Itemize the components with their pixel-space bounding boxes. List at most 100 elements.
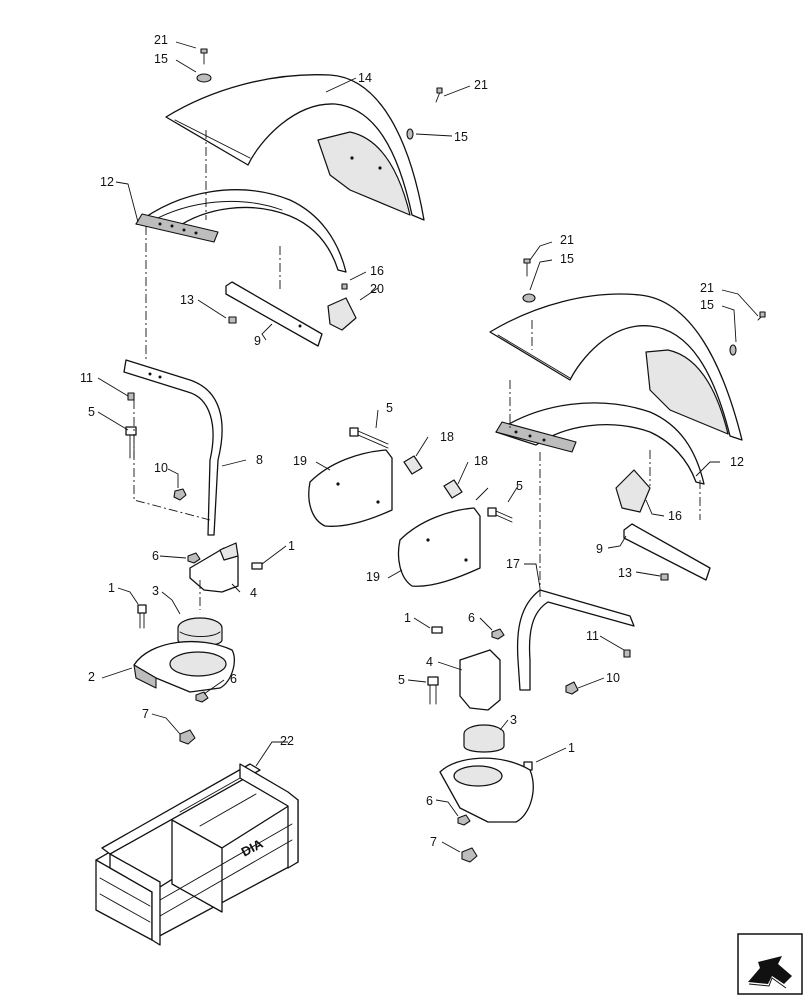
callout-21-right: 21 bbox=[474, 78, 488, 92]
callout-15-r2a: 15 bbox=[560, 252, 574, 266]
callout-7-right: 7 bbox=[430, 835, 437, 849]
plate-4-left bbox=[189, 542, 239, 593]
bolt-13-right bbox=[660, 573, 669, 581]
callout-1-right-b: 1 bbox=[568, 741, 575, 755]
callout-3-left: 3 bbox=[152, 584, 159, 598]
callout-5-left: 5 bbox=[88, 405, 95, 419]
callout-20: 20 bbox=[370, 282, 384, 296]
callout-7-left: 7 bbox=[142, 707, 149, 721]
callout-18-a: 18 bbox=[440, 430, 454, 444]
washer-15-r2a bbox=[522, 293, 536, 303]
screw-21-top bbox=[200, 48, 208, 65]
callout-11-left: 11 bbox=[80, 371, 93, 385]
callout-1-left-b: 1 bbox=[108, 581, 115, 595]
callout-11-right: 11 bbox=[586, 629, 599, 643]
callout-6-left-b: 6 bbox=[230, 672, 237, 686]
centerline-right bbox=[509, 320, 701, 600]
clip-20 bbox=[327, 297, 357, 331]
callout-21-top: 21 bbox=[154, 33, 168, 47]
nut-10-left bbox=[173, 488, 187, 501]
callout-16-right: 16 bbox=[668, 509, 682, 523]
screw-21-r2a bbox=[523, 258, 531, 277]
callout-22: 22 bbox=[280, 734, 294, 748]
bolt-5-left bbox=[125, 426, 137, 459]
nut-7-left bbox=[179, 729, 196, 745]
callout-2: 2 bbox=[88, 670, 95, 684]
nut-10-right bbox=[565, 681, 579, 695]
callout-21-r2a: 21 bbox=[560, 233, 574, 247]
base-2-right bbox=[439, 757, 534, 823]
callout-1-left-a: 1 bbox=[288, 539, 295, 553]
screw-21-right bbox=[435, 87, 443, 103]
callout-15-top: 15 bbox=[154, 52, 168, 66]
support-8 bbox=[123, 359, 223, 536]
bolt-1-left-a bbox=[251, 562, 263, 570]
bolt-5-right bbox=[427, 676, 439, 705]
fender-14 bbox=[165, 74, 425, 221]
spacer-18-b bbox=[443, 479, 463, 499]
washer-15-top bbox=[196, 73, 212, 83]
bolt-5-mid-a bbox=[349, 427, 389, 449]
clip-16-left bbox=[341, 283, 348, 290]
callout-3-right: 3 bbox=[510, 713, 517, 727]
nut-6-right-b bbox=[457, 814, 471, 826]
callout-5-mid-a: 5 bbox=[386, 401, 393, 415]
callout-13-left: 13 bbox=[180, 293, 194, 307]
plate-4-right bbox=[459, 649, 501, 711]
clip-16-right bbox=[615, 469, 651, 513]
callout-6-right-b: 6 bbox=[426, 794, 433, 808]
bolt-1-left-b bbox=[137, 604, 147, 629]
washer-15-r2b bbox=[729, 344, 737, 356]
callout-13-right: 13 bbox=[618, 566, 632, 580]
bracket-12-left bbox=[135, 189, 347, 273]
callout-8: 8 bbox=[256, 453, 263, 467]
callout-19-a: 19 bbox=[293, 454, 307, 468]
callout-4-left: 4 bbox=[250, 586, 257, 600]
bracket-12-right bbox=[495, 402, 705, 485]
nut-6-left-a bbox=[187, 552, 201, 564]
callouts: 21 15 14 21 15 12 16 20 13 9 11 5 8 10 6… bbox=[80, 33, 744, 849]
strap-9-left bbox=[225, 281, 323, 347]
leader-lines bbox=[97, 41, 759, 853]
screw-21-r2b bbox=[757, 311, 766, 321]
callout-9-right: 9 bbox=[596, 542, 603, 556]
mount-3-right bbox=[463, 724, 505, 753]
flap-19-a bbox=[308, 449, 393, 527]
nut-7-right bbox=[461, 847, 478, 863]
flap-19-b bbox=[397, 507, 481, 587]
base-2-left bbox=[133, 640, 235, 693]
washer-15-right bbox=[406, 128, 414, 140]
fender-14-right bbox=[489, 293, 743, 441]
nut-6-left-b bbox=[195, 691, 209, 703]
callout-5-right: 5 bbox=[398, 673, 405, 687]
callout-10-right: 10 bbox=[606, 671, 620, 685]
callout-6-left-a: 6 bbox=[152, 549, 159, 563]
spacer-18-a bbox=[403, 455, 423, 475]
callout-17: 17 bbox=[506, 557, 520, 571]
nut-6-right-a bbox=[491, 628, 505, 640]
strap-9-right bbox=[623, 523, 711, 581]
callout-12-left: 12 bbox=[100, 175, 114, 189]
bolt-13-left bbox=[228, 316, 237, 324]
bolt-1-right-a bbox=[431, 626, 443, 634]
callout-4-right: 4 bbox=[426, 655, 433, 669]
callout-6-right-a: 6 bbox=[468, 611, 475, 625]
callout-12-right: 12 bbox=[730, 455, 744, 469]
callout-5-mid-b: 5 bbox=[516, 479, 523, 493]
next-page-arrow-icon[interactable] bbox=[737, 933, 803, 995]
support-17 bbox=[516, 589, 635, 691]
callout-19-b: 19 bbox=[366, 570, 380, 584]
callout-16-left: 16 bbox=[370, 264, 384, 278]
callout-9-left: 9 bbox=[254, 334, 261, 348]
callout-21-r2b: 21 bbox=[700, 281, 714, 295]
callout-14: 14 bbox=[358, 71, 372, 85]
callout-15-r2b: 15 bbox=[700, 298, 714, 312]
crate-22: DIA bbox=[95, 763, 299, 946]
bolt-11-left bbox=[127, 392, 135, 401]
callout-1-right-a: 1 bbox=[404, 611, 411, 625]
bolt-11-right bbox=[623, 649, 631, 658]
callout-10-left: 10 bbox=[154, 461, 168, 475]
callout-18-b: 18 bbox=[474, 454, 488, 468]
bolt-5-mid-b bbox=[487, 507, 513, 523]
